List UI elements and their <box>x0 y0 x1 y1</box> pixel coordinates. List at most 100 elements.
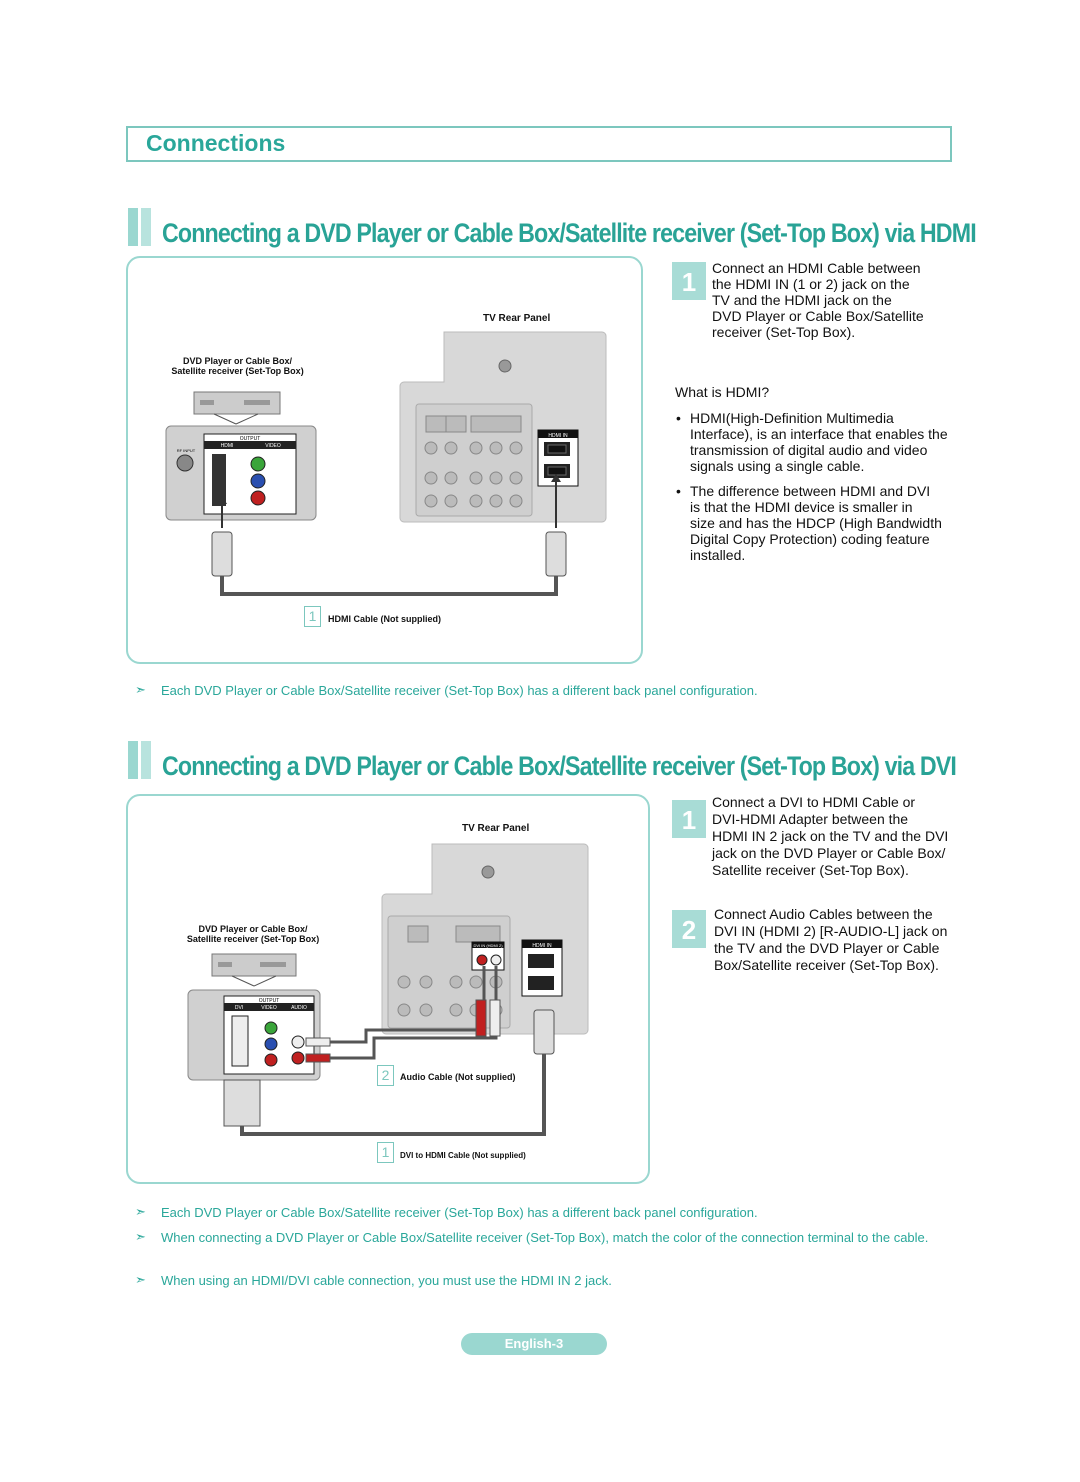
device-label: DVD Player or Cable Box/ Satellite recei… <box>150 356 325 376</box>
bullet-line: The difference between HDMI and DVI <box>690 483 931 499</box>
bullet-line: Digital Copy Protection) coding feature <box>690 531 930 547</box>
bullet-marker: • <box>676 483 681 499</box>
rca-jack-icon <box>250 473 266 489</box>
hdmi-connection-diagram: HDMI IN OUTPUT HDMI VIDEO RF INPUT <box>165 331 607 596</box>
section2-note: When connecting a DVD Player or Cable Bo… <box>161 1230 929 1245</box>
device-dvi-label: DVI <box>235 1005 243 1011</box>
step-line: Box/Satellite receiver (Set-Top Box). <box>714 957 939 973</box>
step-line: receiver (Set-Top Box). <box>712 324 856 340</box>
step-line: Connect Audio Cables between the <box>714 906 933 922</box>
note-arrow-icon: ➣ <box>135 1204 146 1219</box>
device-hdmi-label: HDMI <box>221 443 234 449</box>
step-line: the HDMI IN (1 or 2) jack on the <box>712 276 910 292</box>
bullet-line: HDMI(High-Definition Multimedia <box>690 410 894 426</box>
step-line: DVI-HDMI Adapter between the <box>712 811 909 827</box>
bullet-item: HDMI(High-Definition Multimedia Interfac… <box>690 410 948 474</box>
bullet-line: size and has the HDCP (High Bandwidth <box>690 515 942 531</box>
bullet-line: transmission of digital audio and video <box>690 442 928 458</box>
step-number: 1 <box>672 262 706 300</box>
bullet-marker: • <box>676 410 681 426</box>
section-bar-decoration <box>141 208 151 246</box>
tv-dvi-label: DVI IN (HDMI 2) <box>473 943 503 948</box>
section1-title: Connecting a DVD Player or Cable Box/Sat… <box>162 218 977 248</box>
device-video-label: VIDEO <box>265 443 281 449</box>
device-output-label: OUTPUT <box>240 436 261 442</box>
step-line: DVI IN (HDMI 2) [R-AUDIO-L] jack on <box>714 923 948 939</box>
rca-jack-icon <box>291 1035 305 1049</box>
tv-rear-panel-label: TV Rear Panel <box>483 313 551 324</box>
rca-jack-icon <box>291 1051 305 1065</box>
header-box <box>126 126 952 162</box>
rf-jack-icon <box>176 454 194 472</box>
set-top-box-icon <box>211 953 297 977</box>
hdmi-connector-icon <box>533 1009 555 1055</box>
section-bar-decoration <box>141 741 151 779</box>
hdmi-diagram-box <box>126 256 643 664</box>
cable-number-badge: 1 <box>377 1142 394 1163</box>
hdmi-connector-icon <box>545 531 567 577</box>
step-line: Connect a DVI to HDMI Cable or <box>712 794 916 810</box>
step-line: HDMI IN 2 jack on the TV and the DVI <box>712 828 949 844</box>
device-rf-label: RF INPUT <box>177 448 196 453</box>
step-line: DVD Player or Cable Box/Satellite <box>712 308 924 324</box>
rca-jack-icon <box>264 1037 278 1051</box>
bullet-line: signals using a single cable. <box>690 458 865 474</box>
device-label-line2: Satellite receiver (Set-Top Box) <box>171 366 304 376</box>
page-number: English-3 <box>461 1333 607 1355</box>
page-title: Connections <box>146 130 286 156</box>
step1-text: Connect a DVI to HDMI Cable or DVI-HDMI … <box>712 794 948 879</box>
bullet-line: is that the HDMI device is smaller in <box>690 499 913 515</box>
device-label: DVD Player or Cable Box/ Satellite recei… <box>168 924 338 944</box>
tv-rear-panel-label: TV Rear Panel <box>462 823 530 834</box>
rca-jack-icon <box>476 954 488 966</box>
cable-number-badge: 2 <box>377 1065 394 1086</box>
hdmi-connector-icon <box>211 531 233 577</box>
step-line: Connect an HDMI Cable between <box>712 260 921 276</box>
note-arrow-icon: ➣ <box>135 1272 146 1287</box>
step-line: the TV and the DVD Player or Cable <box>714 940 940 956</box>
device-label-line1: DVD Player or Cable Box/ <box>182 356 293 366</box>
step-line: Satellite receiver (Set-Top Box). <box>712 862 909 878</box>
section-bar-decoration <box>128 741 138 779</box>
note-arrow-icon: ➣ <box>135 682 146 697</box>
what-is-hdmi-heading: What is HDMI? <box>675 384 770 400</box>
step-line: TV and the HDMI jack on the <box>712 292 892 308</box>
rca-jack-icon <box>264 1021 278 1035</box>
note-arrow-icon: ➣ <box>135 1229 146 1244</box>
bullet-line: Interface), is an interface that enables… <box>690 426 948 442</box>
tv-hdmi-in-label: HDMI IN <box>548 433 568 439</box>
cable-label: DVI to HDMI Cable (Not supplied) <box>400 1151 526 1160</box>
step-number: 2 <box>672 910 706 948</box>
section-bar-decoration <box>128 208 138 246</box>
hdmi-port-icon <box>528 954 554 968</box>
step1-text: Connect an HDMI Cable between the HDMI I… <box>712 260 924 340</box>
ant-in-jack-icon <box>481 865 495 879</box>
cable-label: HDMI Cable (Not supplied) <box>328 614 441 624</box>
bullet-line: installed. <box>690 547 746 563</box>
dvi-diagram-box <box>126 794 650 1184</box>
ant-in-jack-icon <box>498 359 512 373</box>
device-label-line1: DVD Player or Cable Box/ <box>198 924 308 934</box>
hdmi-port-icon <box>212 454 226 506</box>
rca-jack-icon <box>250 490 266 506</box>
cable-label: Audio Cable (Not supplied) <box>400 1072 516 1082</box>
step-line: jack on the DVD Player or Cable Box/ <box>712 845 946 861</box>
dvi-connection-diagram: DVI IN (HDMI 2) HDMI IN OUTPUT DVI VIDEO… <box>187 843 589 1136</box>
dvi-connector-icon <box>223 1079 261 1127</box>
rca-jack-icon <box>250 456 266 472</box>
set-top-box-icon <box>193 391 281 415</box>
rca-jack-icon <box>490 954 502 966</box>
dvi-port-icon <box>231 1015 249 1067</box>
step-number: 1 <box>672 800 706 838</box>
bullet-item: The difference between HDMI and DVI is t… <box>690 483 942 563</box>
device-video-label: VIDEO <box>261 1005 277 1011</box>
section1-note: Each DVD Player or Cable Box/Satellite r… <box>161 683 758 698</box>
section2-note: When using an HDMI/DVI cable connection,… <box>161 1273 612 1288</box>
section2-title: Connecting a DVD Player or Cable Box/Sat… <box>162 751 957 781</box>
cable-number-badge: 1 <box>304 606 321 627</box>
rca-jack-icon <box>264 1053 278 1067</box>
section2-note: Each DVD Player or Cable Box/Satellite r… <box>161 1205 758 1220</box>
hdmi-port-icon <box>528 976 554 990</box>
device-label-line2: Satellite receiver (Set-Top Box) <box>186 934 320 944</box>
tv-hdmi-in-label: HDMI IN <box>532 943 552 949</box>
